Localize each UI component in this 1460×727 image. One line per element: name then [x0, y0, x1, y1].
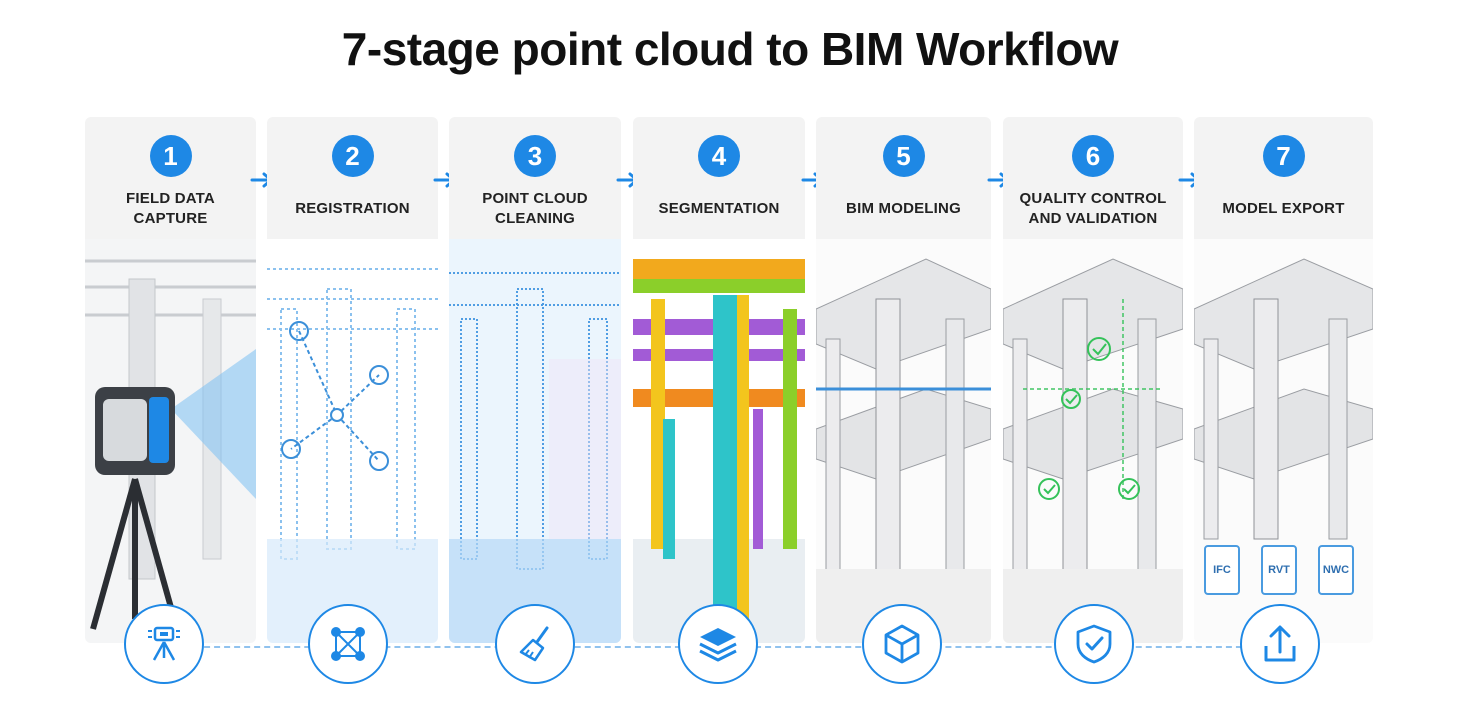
segmentation-illustration [633, 239, 805, 643]
stage-model-export: 7 MODEL EXPORT IFC RVT NWC [1194, 117, 1373, 643]
cleaning-illustration [449, 239, 621, 643]
bim-model-illustration [816, 239, 991, 643]
page-title: 7-stage point cloud to BIM Workflow [341, 23, 1119, 75]
stage-label: SEGMENTATION [658, 200, 780, 217]
broom-icon [495, 604, 575, 684]
file-rvt-icon: RVT [1261, 545, 1297, 595]
shield-check-icon [1054, 604, 1134, 684]
stage-field-data-capture: 1 FIELD DATA CAPTURE [85, 117, 256, 643]
stage-label: QUALITY CONTROL AND VALIDATION [1019, 190, 1167, 227]
stage-registration: 2 REGISTRATION [267, 117, 438, 643]
stage-label: FIELD DATA CAPTURE [126, 190, 215, 227]
laser-scanner-icon [124, 604, 204, 684]
layers-icon [678, 604, 758, 684]
scanner-illustration [85, 239, 256, 643]
stage-number: 6 [1072, 135, 1114, 177]
stage-label: REGISTRATION [295, 200, 410, 217]
stage-label: BIM MODELING [846, 200, 961, 217]
cube-icon [862, 604, 942, 684]
file-ifc-icon: IFC [1204, 545, 1240, 595]
quality-control-illustration [1003, 239, 1183, 643]
registration-illustration [267, 239, 438, 643]
stage-bim-modeling: 5 BIM MODELING [816, 117, 991, 643]
stage-number: 2 [331, 135, 374, 177]
stage-point-cloud-cleaning: 3 POINT CLOUD CLEANING [449, 117, 621, 643]
stage-number: 5 [882, 135, 925, 177]
stage-quality-control: 6 QUALITY CONTROL AND VALIDATION [1003, 117, 1183, 643]
stage-segmentation: 4 SEGMENTATION [633, 117, 805, 643]
upload-icon [1240, 604, 1320, 684]
network-nodes-icon [308, 604, 388, 684]
stage-label: POINT CLOUD CLEANING [482, 190, 588, 227]
stage-label: MODEL EXPORT [1222, 200, 1345, 217]
stage-number: 1 [149, 135, 192, 177]
stage-number: 7 [1262, 135, 1305, 177]
stage-number: 3 [514, 135, 556, 177]
stage-number: 4 [698, 135, 740, 177]
file-nwc-icon: NWC [1318, 545, 1354, 595]
